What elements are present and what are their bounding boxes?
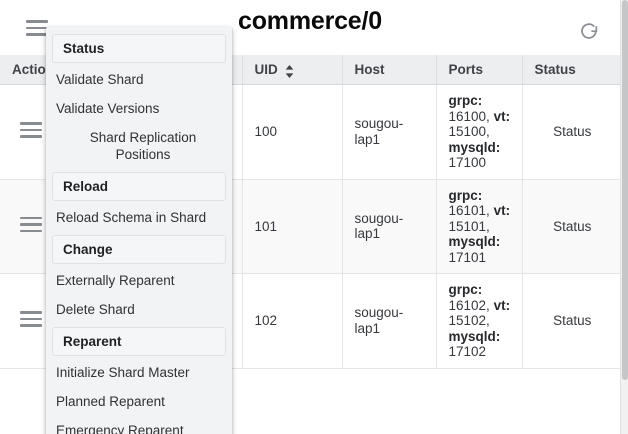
hamburger-icon[interactable] bbox=[19, 216, 42, 233]
row-status-cell[interactable]: Status bbox=[522, 273, 620, 369]
column-header-uid-label: UID bbox=[254, 62, 278, 77]
scrollbar-thumb[interactable] bbox=[622, 0, 628, 380]
hamburger-bar-2 bbox=[19, 223, 42, 226]
port-value-vt: 15102, bbox=[448, 313, 490, 328]
row-ports-cell: grpc: 16100, vt: 15100, mysqld: 17100 bbox=[436, 84, 523, 180]
shard-actions-menu: Status Validate Shard Validate Versions … bbox=[46, 27, 232, 434]
menu-group-header-reparent: Reparent bbox=[52, 327, 226, 356]
row-host-cell: sougou-lap1 bbox=[342, 273, 437, 369]
refresh-icon[interactable] bbox=[578, 20, 600, 42]
row-uid-cell: 100 bbox=[242, 84, 343, 180]
hamburger-icon[interactable] bbox=[26, 20, 48, 36]
port-label-mysqld: mysqld: bbox=[448, 139, 501, 155]
menu-item-validate-shard[interactable]: Validate Shard bbox=[56, 72, 144, 87]
vertical-scrollbar[interactable] bbox=[620, 0, 628, 434]
row-status-cell[interactable]: Status bbox=[522, 84, 620, 180]
menu-item-emergency-reparent[interactable]: Emergency Reparent bbox=[56, 423, 184, 434]
menu-group-header-status: Status bbox=[52, 34, 226, 63]
port-label-vt: vt: bbox=[493, 297, 511, 313]
port-value-vt: 15100, bbox=[448, 124, 490, 139]
port-label-vt: vt: bbox=[493, 108, 511, 124]
port-label-grpc: grpc: bbox=[448, 282, 483, 297]
row-status-cell[interactable]: Status bbox=[522, 179, 620, 274]
hamburger-bar-1 bbox=[19, 216, 42, 220]
hamburger-bar-3 bbox=[19, 324, 42, 327]
menu-item-planned-reparent[interactable]: Planned Reparent bbox=[56, 394, 165, 409]
column-header-host: Host bbox=[342, 55, 437, 85]
port-label-vt: vt: bbox=[493, 203, 511, 218]
port-label-grpc: grpc: bbox=[448, 187, 483, 203]
row-host-cell: sougou-lap1 bbox=[342, 84, 437, 180]
sort-arrows-icon[interactable] bbox=[285, 64, 294, 78]
hamburger-bar-1 bbox=[19, 311, 42, 314]
port-value-mysqld: 17102 bbox=[448, 344, 487, 359]
port-value-grpc: 16102, bbox=[448, 297, 490, 313]
port-label-mysqld: mysqld: bbox=[448, 328, 501, 344]
menu-item-shard-replication-positions[interactable]: Shard Replication Positions bbox=[89, 130, 197, 162]
menu-group-header-reload: Reload bbox=[52, 172, 226, 201]
menu-item-initialize-shard-master[interactable]: Initialize Shard Master bbox=[56, 365, 190, 380]
menu-item-delete-shard[interactable]: Delete Shard bbox=[56, 302, 135, 317]
hamburger-bar-1 bbox=[26, 20, 48, 23]
column-header-status: Status bbox=[522, 55, 620, 85]
hamburger-icon[interactable] bbox=[19, 311, 42, 327]
column-header-ports: Ports bbox=[436, 55, 523, 85]
hamburger-bar-2 bbox=[19, 317, 42, 321]
port-value-mysqld: 17101 bbox=[448, 249, 487, 265]
port-value-mysqld: 17100 bbox=[448, 155, 487, 170]
menu-item-externally-reparent[interactable]: Externally Reparent bbox=[56, 273, 175, 288]
row-uid-cell: 102 bbox=[242, 273, 343, 369]
hamburger-bar-3 bbox=[26, 33, 48, 36]
port-value-grpc: 16100, bbox=[448, 108, 490, 124]
row-uid-cell: 101 bbox=[242, 179, 343, 274]
hamburger-bar-3 bbox=[19, 229, 42, 233]
menu-item-reload-schema-in-shard[interactable]: Reload Schema in Shard bbox=[56, 210, 207, 225]
port-value-grpc: 16101, bbox=[448, 203, 490, 218]
port-label-mysqld: mysqld: bbox=[448, 234, 501, 249]
menu-item-validate-versions[interactable]: Validate Versions bbox=[56, 101, 160, 116]
page-title: commerce/0 bbox=[238, 7, 382, 35]
menu-group-header-change: Change bbox=[52, 235, 226, 264]
column-header-uid[interactable]: UID bbox=[242, 55, 343, 85]
hamburger-icon[interactable] bbox=[19, 122, 42, 138]
port-value-vt: 15101, bbox=[448, 218, 490, 234]
hamburger-bar-2 bbox=[26, 26, 48, 30]
row-ports-cell: grpc: 16101, vt: 15101, mysqld: 17101 bbox=[436, 179, 523, 274]
port-label-grpc: grpc: bbox=[448, 93, 483, 108]
row-host-cell: sougou-lap1 bbox=[342, 179, 437, 274]
hamburger-bar-2 bbox=[19, 128, 42, 132]
row-ports-cell: grpc: 16102, vt: 15102, mysqld: 17102 bbox=[436, 273, 523, 369]
hamburger-bar-3 bbox=[19, 135, 42, 138]
hamburger-bar-1 bbox=[19, 122, 42, 125]
